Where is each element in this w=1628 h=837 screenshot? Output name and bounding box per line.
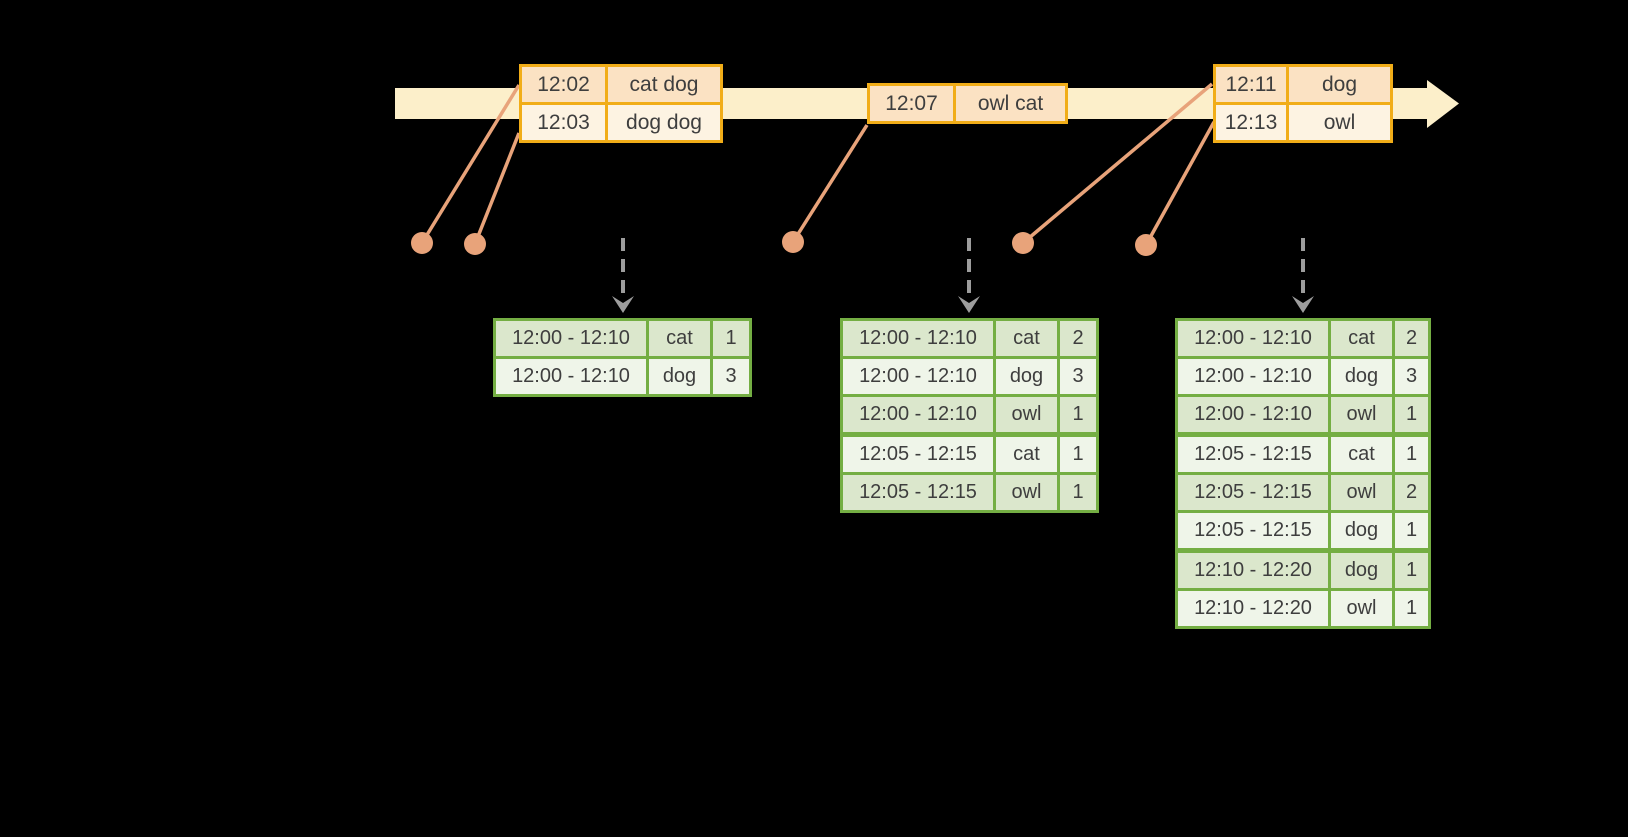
result-word-cell: owl (1331, 591, 1392, 626)
result-count-cell: 1 (1395, 591, 1428, 626)
result-window-cell: 12:00 - 12:10 (1178, 321, 1328, 356)
connector-line (420, 84, 521, 244)
result-word-cell: cat (1331, 321, 1392, 356)
result-count-cell: 3 (1060, 359, 1096, 394)
result-count-cell: 3 (1395, 359, 1428, 394)
result-window-cell: 12:10 - 12:20 (1178, 591, 1328, 626)
event-words-cell: dog (1289, 67, 1390, 102)
event-dot (1012, 232, 1034, 254)
result-window-cell: 12:05 - 12:15 (1178, 437, 1328, 472)
result-window-cell: 12:00 - 12:10 (1178, 359, 1328, 394)
result-window-cell: 12:00 - 12:10 (843, 397, 993, 432)
result-word-cell: dog (1331, 513, 1392, 548)
result-word-cell: owl (1331, 475, 1392, 510)
result-count-cell: 1 (1060, 397, 1096, 432)
event-words-cell: owl (1289, 105, 1390, 140)
result-word-cell: dog (996, 359, 1057, 394)
result-word-cell: dog (1331, 359, 1392, 394)
connector-line (473, 132, 521, 245)
trigger-arrowhead-icon (958, 296, 980, 313)
event-time-cell: 12:07 (870, 86, 953, 121)
result-count-cell: 1 (1060, 475, 1096, 510)
result-word-cell: cat (996, 437, 1057, 472)
event-dot (464, 233, 486, 255)
trigger-arrowhead-icon (612, 296, 634, 313)
timeline-arrowhead-icon (1427, 80, 1459, 128)
event-time-cell: 12:11 (1216, 67, 1286, 102)
result-window-cell: 12:00 - 12:10 (496, 359, 646, 394)
result-window-cell: 12:05 - 12:15 (843, 437, 993, 472)
result-count-cell: 1 (1060, 437, 1096, 472)
event-dot (1135, 234, 1157, 256)
result-window-cell: 12:00 - 12:10 (843, 321, 993, 356)
result-word-cell: cat (996, 321, 1057, 356)
result-word-cell: cat (649, 321, 710, 356)
event-dot (411, 232, 433, 254)
result-count-cell: 3 (713, 359, 749, 394)
result-word-cell: dog (1331, 553, 1392, 588)
result-count-cell: 1 (1395, 553, 1428, 588)
event-time-cell: 12:13 (1216, 105, 1286, 140)
result-word-cell: owl (996, 397, 1057, 432)
trigger-arrow (1292, 238, 1314, 313)
event-words-cell: dog dog (608, 105, 720, 140)
connector-line (1021, 82, 1214, 245)
result-window-cell: 12:05 - 12:15 (843, 475, 993, 510)
result-window-cell: 12:05 - 12:15 (1178, 513, 1328, 548)
event-time-cell: 12:03 (522, 105, 605, 140)
trigger-arrow (958, 238, 980, 313)
result-count-cell: 2 (1395, 321, 1428, 356)
result-word-cell: owl (996, 475, 1057, 510)
connector-line (1144, 121, 1216, 246)
result-count-cell: 1 (1395, 397, 1428, 432)
connector-line (791, 124, 869, 243)
result-window-cell: 12:00 - 12:10 (496, 321, 646, 356)
result-count-cell: 1 (713, 321, 749, 356)
event-time-cell: 12:02 (522, 67, 605, 102)
trigger-arrowhead-icon (1292, 296, 1314, 313)
event-words-cell: cat dog (608, 67, 720, 102)
result-word-cell: owl (1331, 397, 1392, 432)
trigger-arrow (612, 238, 634, 313)
event-words-cell: owl cat (956, 86, 1065, 121)
result-window-cell: 12:05 - 12:15 (1178, 475, 1328, 510)
result-word-cell: dog (649, 359, 710, 394)
result-window-cell: 12:00 - 12:10 (843, 359, 993, 394)
result-word-cell: cat (1331, 437, 1392, 472)
event-dot (782, 231, 804, 253)
result-count-cell: 2 (1060, 321, 1096, 356)
result-count-cell: 1 (1395, 513, 1428, 548)
result-count-cell: 1 (1395, 437, 1428, 472)
result-window-cell: 12:00 - 12:10 (1178, 397, 1328, 432)
result-window-cell: 12:10 - 12:20 (1178, 553, 1328, 588)
result-count-cell: 2 (1395, 475, 1428, 510)
